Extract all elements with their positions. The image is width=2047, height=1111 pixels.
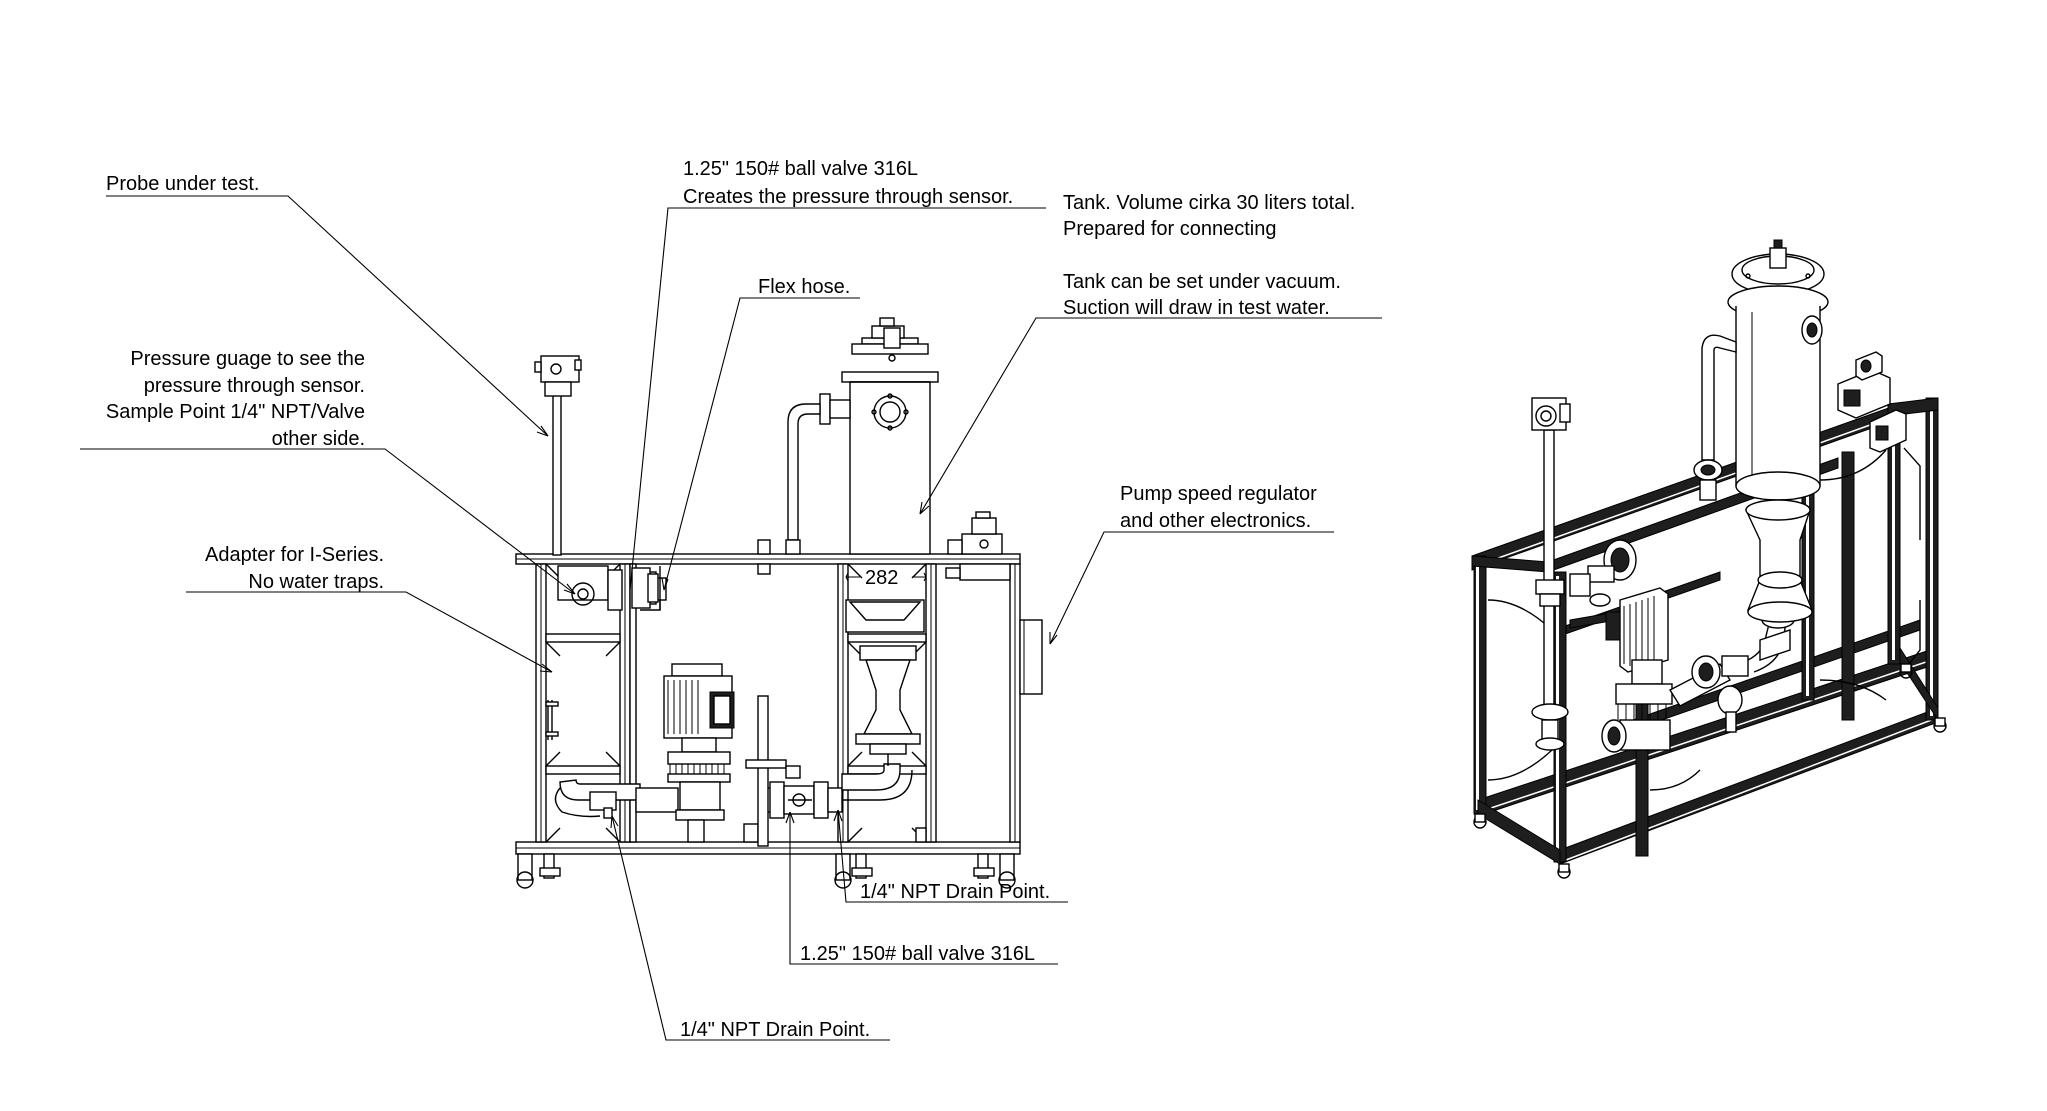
callout-ball-valve-bottom: 1.25" 150# ball valve 316L — [800, 943, 1035, 965]
isometric-view — [1471, 239, 1947, 879]
callout-tank-3: Tank can be set under vacuum. — [1063, 271, 1341, 293]
callout-flex-hose: Flex hose. — [758, 276, 850, 298]
iso-upper-valve — [1569, 539, 1637, 607]
callout-drain-bottom: 1/4" NPT Drain Point. — [680, 1019, 870, 1041]
callout-tank-1: Tank. Volume cirka 30 liters total. — [1063, 192, 1355, 214]
dimension-282: 282 — [845, 567, 927, 589]
deck-control-unit — [945, 511, 1011, 581]
lower-ball-valve — [745, 759, 843, 819]
callout-ball-valve-top-2: Creates the pressure through sensor. — [683, 186, 1013, 208]
iso-probe — [1531, 397, 1571, 751]
iso-electronics-unit — [1837, 351, 1907, 453]
iso-tank-inlet-pipe — [1693, 334, 1737, 501]
probe-under-test — [534, 355, 582, 556]
callout-tank-2: Prepared for connecting — [1063, 218, 1276, 240]
callout-gauge-1: Pressure guage to see the — [130, 348, 365, 370]
callout-pump-2: and other electronics. — [1120, 510, 1311, 532]
callout-tank-4: Suction will draw in test water. — [1063, 297, 1330, 319]
iso-lower-pipe — [1717, 629, 1791, 733]
callout-gauge-2: pressure through sensor. — [144, 375, 365, 397]
tank-lower-body — [845, 599, 925, 766]
callout-drain-right: 1/4" NPT Drain Point. — [860, 881, 1050, 903]
iso-tank — [1727, 239, 1829, 623]
support-rod — [757, 695, 769, 847]
callout-adapter-1: Adapter for I-Series. — [205, 544, 384, 566]
lower-right-pipe — [841, 763, 927, 843]
lower-left-pipe — [554, 779, 641, 819]
callout-ball-valve-top-1: 1.25" 150# ball valve 316L — [683, 158, 918, 180]
tank-inlet-pipe — [757, 393, 851, 575]
tank — [841, 317, 939, 555]
pump-motor — [663, 663, 759, 843]
callouts: Probe under test. 1.25" 150# ball valve … — [80, 158, 1382, 1041]
dimension-value: 282 — [865, 567, 898, 589]
flex-hose — [631, 566, 661, 610]
iso-casters — [1473, 663, 1947, 879]
iso-pump-motor — [1601, 587, 1673, 753]
callout-gauge-4: other side. — [272, 428, 365, 450]
callout-gauge-3: Sample Point 1/4" NPT/Valve — [106, 401, 365, 423]
callout-probe: Probe under test. — [106, 173, 259, 195]
front-elevation-view: 282 — [515, 317, 1043, 889]
pump-speed-regulator-box — [1019, 619, 1043, 695]
callout-pump-1: Pump speed regulator — [1120, 483, 1317, 505]
callout-adapter-2: No water traps. — [248, 571, 384, 593]
left-standoffs — [545, 700, 559, 740]
top-deck-plate — [515, 553, 1021, 565]
